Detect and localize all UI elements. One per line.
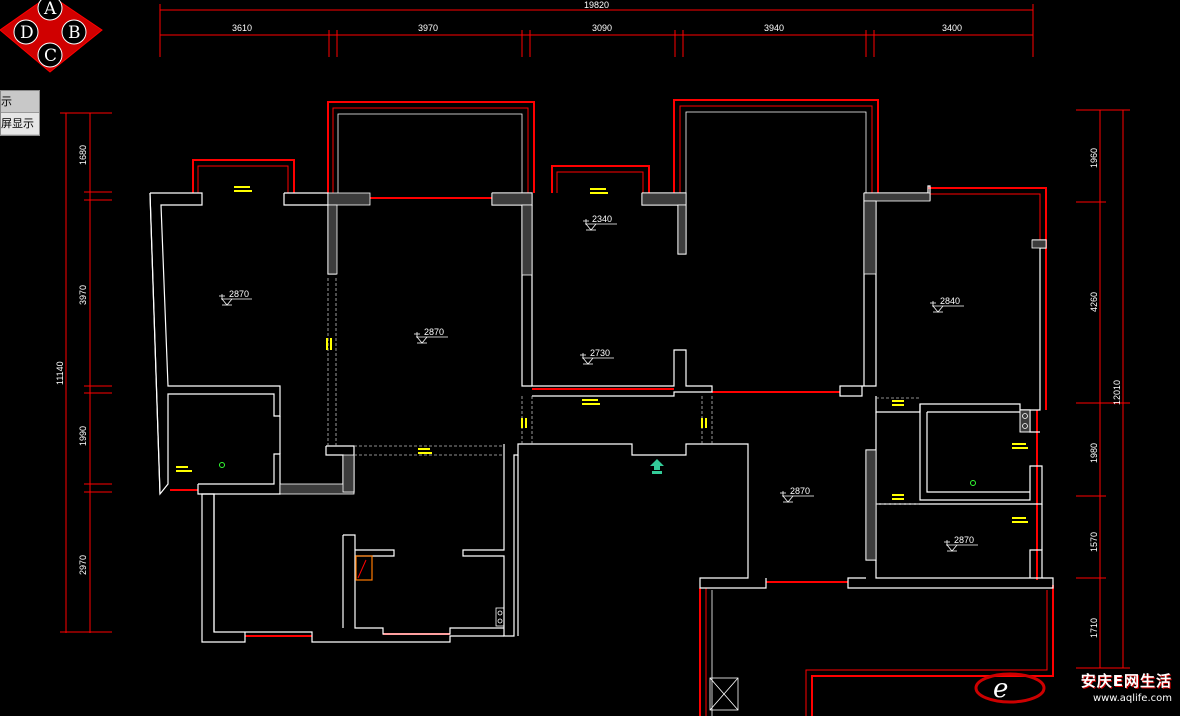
walls bbox=[149, 185, 1054, 643]
elevation-marker-room-2 bbox=[414, 332, 448, 344]
shaft-icon bbox=[709, 677, 739, 711]
elevation-room-2: 2870 bbox=[424, 327, 444, 337]
watermark: 安庆E网生活 www.aqlife.com bbox=[982, 670, 1172, 712]
logo-letter-c: C bbox=[44, 46, 57, 66]
dim-top-seg-2: 3970 bbox=[418, 23, 438, 33]
watermark-text: 安庆E网生活 bbox=[1080, 672, 1172, 690]
washer-icon bbox=[1019, 409, 1031, 433]
menu-item-2[interactable]: 屏显示 bbox=[1, 112, 39, 134]
elevation-room-1: 2870 bbox=[229, 289, 249, 299]
entrance-arrow-icon bbox=[650, 459, 664, 474]
elevation-marker-room-4 bbox=[930, 301, 964, 313]
dim-top-seg-1: 3610 bbox=[232, 23, 252, 33]
dim-right-seg-5: 1710 bbox=[1089, 618, 1099, 638]
bay-windows bbox=[170, 99, 1054, 716]
dim-right-seg-4: 1570 bbox=[1089, 532, 1099, 552]
elevation-room-5: 2870 bbox=[790, 486, 810, 496]
elevation-marker-room-1 bbox=[219, 294, 252, 306]
logo-letter-d: D bbox=[20, 23, 34, 43]
elevation-room-3b: 2730 bbox=[590, 348, 610, 358]
dim-top-total: 19820 bbox=[584, 0, 609, 10]
dim-right-total: 12010 bbox=[1112, 380, 1122, 405]
abcd-logo: A D B C bbox=[0, 0, 103, 73]
logo-letter-b: B bbox=[68, 23, 81, 43]
annotation-tags bbox=[176, 186, 1028, 523]
dim-left-seg-1: 1680 bbox=[78, 145, 88, 165]
elevation-marker-room-3b bbox=[580, 353, 614, 365]
elevation-room-4: 2840 bbox=[940, 296, 960, 306]
left-dimensions bbox=[60, 112, 112, 633]
right-dimensions bbox=[1076, 109, 1130, 669]
menu-item-1[interactable]: 示 bbox=[1, 95, 12, 108]
floor-drain-icon bbox=[219, 462, 225, 468]
dim-right-seg-3: 1980 bbox=[1089, 443, 1099, 463]
popup-menu: 示 屏显示 bbox=[0, 90, 40, 136]
floor-drain-icon-2 bbox=[970, 480, 976, 486]
svg-text:e: e bbox=[993, 674, 1008, 704]
door-openings bbox=[327, 278, 920, 505]
dim-left-seg-3: 1990 bbox=[78, 426, 88, 446]
elevation-markers bbox=[219, 219, 978, 552]
elevation-marker-room-3a bbox=[583, 219, 617, 231]
elevation-marker-room-5 bbox=[780, 491, 814, 503]
sink-icon bbox=[495, 607, 505, 627]
top-dimensions bbox=[159, 4, 1034, 57]
dim-top-seg-3: 3090 bbox=[592, 23, 612, 33]
logo-letter-a: A bbox=[43, 0, 57, 19]
dim-top-seg-4: 3940 bbox=[764, 23, 784, 33]
fixtures bbox=[219, 409, 1031, 711]
watermark-logo-icon: e bbox=[974, 672, 1046, 704]
elevation-room-3a: 2340 bbox=[592, 214, 612, 224]
stove-icon bbox=[355, 555, 373, 581]
dim-right-seg-2: 4260 bbox=[1089, 292, 1099, 312]
dim-top-seg-5: 3400 bbox=[942, 23, 962, 33]
dim-left-seg-2: 3970 bbox=[78, 285, 88, 305]
columns bbox=[279, 192, 1047, 561]
dim-right-seg-1: 1960 bbox=[1089, 148, 1099, 168]
elevation-room-6: 2870 bbox=[954, 535, 974, 545]
dim-left-seg-4: 2970 bbox=[78, 555, 88, 575]
watermark-url: www.aqlife.com bbox=[1092, 693, 1172, 704]
elevation-marker-room-6 bbox=[944, 540, 978, 552]
dim-left-total: 11140 bbox=[55, 361, 65, 385]
